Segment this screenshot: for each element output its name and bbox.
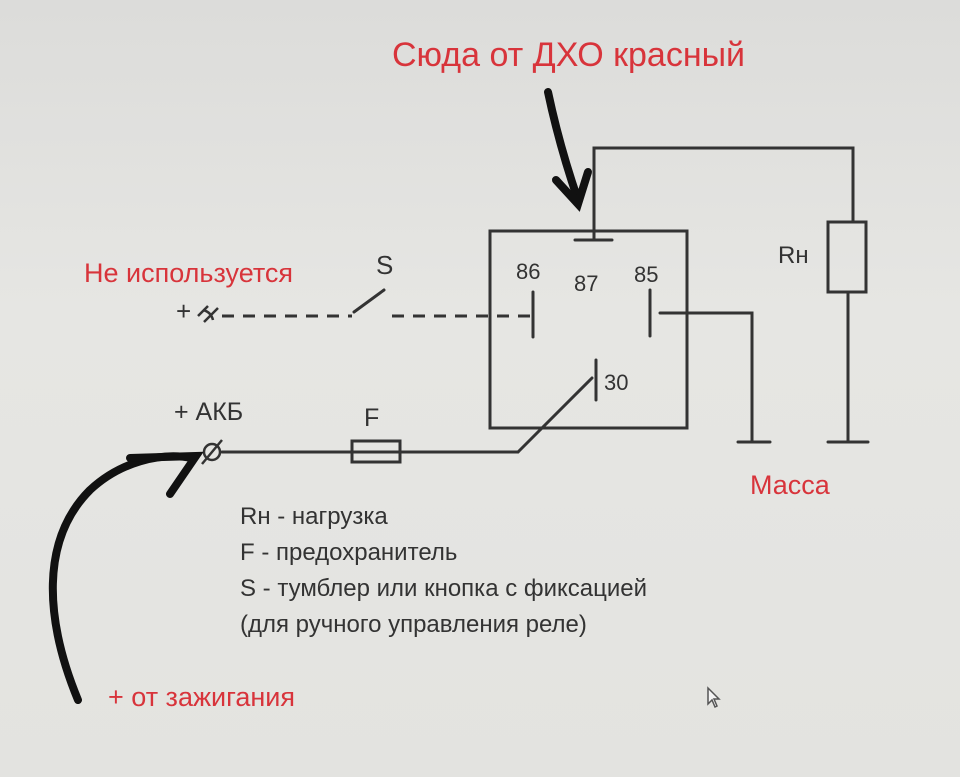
fuse-label: F (364, 404, 380, 432)
arrow-from-ignition (48, 451, 204, 704)
battery-terminal-slash (201, 439, 223, 465)
plug-glyph (197, 305, 219, 323)
pin-85-label: 85 (634, 262, 659, 287)
wire-87-to-load (592, 146, 855, 242)
pin-86-label: 86 (516, 259, 541, 284)
switch-lever (352, 288, 386, 314)
legend-line-3: S - тумблер или кнопка с фиксацией (240, 575, 648, 602)
legend-line-2: F - предохранитель (240, 539, 458, 566)
pin-30-label: 30 (604, 370, 629, 395)
unused-annotation: Не используется (84, 258, 294, 288)
dxo-annotation: Сюда от ДХО красный (392, 36, 746, 74)
pin-87-label: 87 (574, 271, 599, 296)
switch-label: S (376, 250, 394, 280)
ignition-annotation: + от зажигания (108, 682, 295, 712)
wire-30-diagonal (516, 376, 594, 454)
battery-label: + АКБ (174, 398, 244, 426)
load-resistor (826, 220, 868, 294)
mouse-cursor-icon (707, 686, 721, 709)
battery-terminal-circle (202, 442, 222, 462)
wire-85-to-ground (658, 311, 754, 444)
arrow-from-dxo (544, 88, 592, 212)
load-label: Rн (778, 242, 809, 269)
plus-label: + (176, 296, 192, 326)
relay-box (488, 229, 689, 430)
legend-line-1: Rн - нагрузка (240, 503, 388, 530)
legend-line-4: (для ручного управления реле) (240, 611, 587, 638)
ground-annotation: Масса (750, 470, 830, 500)
